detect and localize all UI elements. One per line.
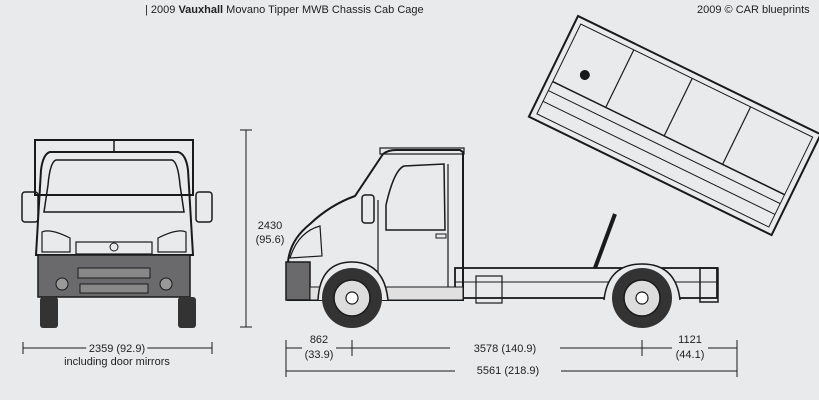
- copyright-text: 2009 © CAR blueprints: [697, 4, 810, 16]
- side-cab-body: [287, 149, 464, 301]
- side-view: [285, 14, 819, 328]
- overall-length-label: 5561 (218.9): [477, 365, 539, 377]
- front-wheel: [322, 268, 382, 328]
- front-windscreen: [43, 159, 185, 213]
- chassis-rail: [454, 267, 718, 299]
- title-model: Movano Tipper MWB Chassis Cab Cage: [226, 4, 424, 16]
- right-mirror: [195, 191, 213, 223]
- wheelbase-label: 3578 (140.9): [474, 343, 536, 355]
- height-in-label: (95.6): [256, 234, 285, 246]
- height-dimension: 2430 (95.6): [240, 129, 285, 328]
- width-note: including door mirrors: [64, 356, 170, 368]
- front-grille: [75, 241, 153, 255]
- title-make: Vauxhall: [178, 4, 224, 16]
- side-mirror: [361, 194, 375, 224]
- width-label: 2359 (92.9): [89, 343, 145, 355]
- front-view: 2359 (92.9) including door mirrors: [21, 139, 213, 368]
- front-right-tyre: [178, 297, 196, 328]
- tipper-body: [527, 14, 819, 237]
- front-left-tyre: [40, 297, 58, 328]
- left-mirror: [21, 191, 39, 223]
- front-overhang-in-label: (33.9): [305, 349, 334, 361]
- hydraulic-ram: [593, 213, 617, 269]
- rear-wheel: [612, 268, 672, 328]
- front-overhang-mm-label: 862: [310, 334, 328, 346]
- rear-overhang-in-label: (44.1): [676, 349, 705, 361]
- title-bar: | 2009 Vauxhall Movano Tipper MWB Chassi…: [145, 4, 424, 16]
- front-cab-body: [34, 151, 195, 256]
- length-dimensions: 862 (33.9) 3578 (140.9) 1121 (44.1) 5561…: [285, 332, 738, 377]
- height-mm-label: 2430: [258, 220, 282, 232]
- side-bumper: [285, 261, 311, 301]
- side-window: [385, 163, 446, 231]
- rear-overhang-mm-label: 1121: [678, 334, 702, 346]
- title-year: | 2009: [145, 4, 176, 16]
